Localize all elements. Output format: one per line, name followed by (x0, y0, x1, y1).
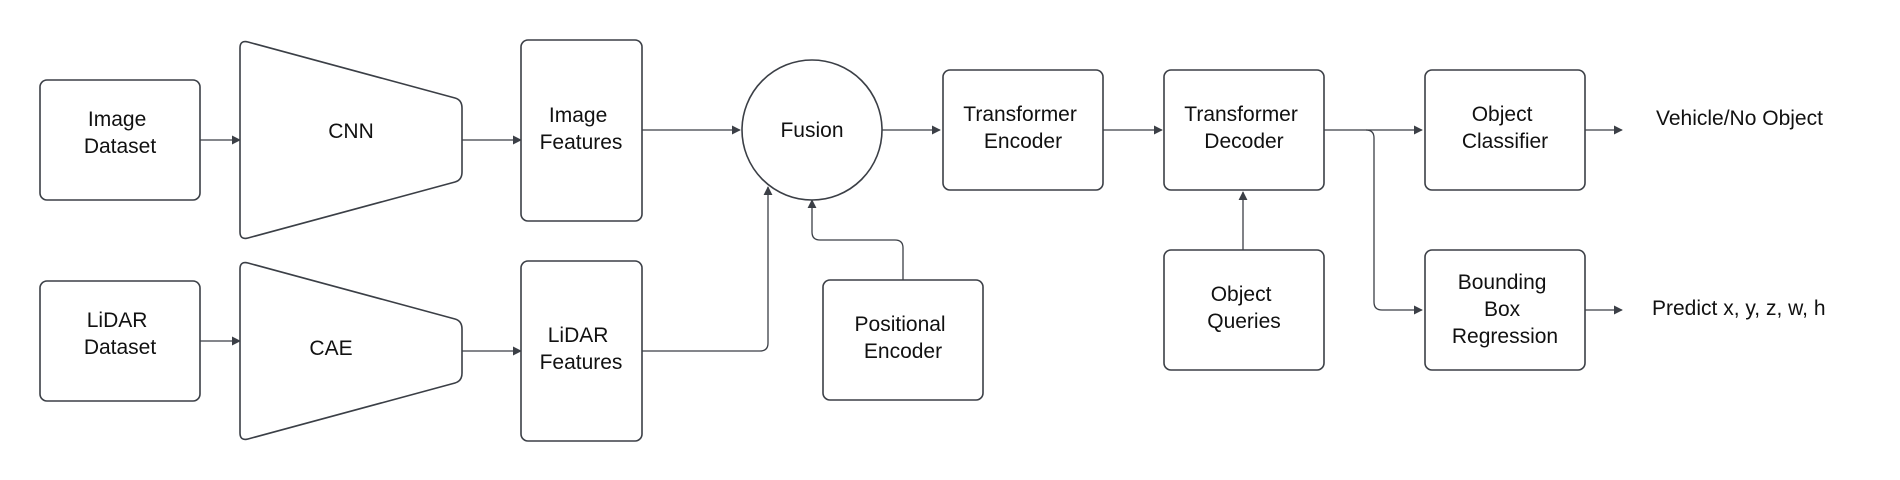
object-queries-box: Object Queries (1163, 249, 1325, 371)
cae-label: CAE (309, 337, 352, 360)
edge-lidar-features-to-fusion (642, 186, 773, 352)
image-dataset-label: Image Dataset (84, 108, 157, 158)
transformer-encoder-box: Transformer Encoder (942, 69, 1104, 191)
bounding-box-regression-label: Bounding Box Regression (1452, 271, 1558, 348)
image-features-label: Image Features (540, 104, 623, 154)
object-classifier-label: Object Classifier (1462, 103, 1548, 153)
lidar-dataset-label: LiDAR Dataset (84, 309, 157, 359)
positional-encoder-label: Positional Encoder (855, 313, 952, 363)
bounding-box-regression-box: Bounding Box Regression (1424, 249, 1586, 371)
fusion-label: Fusion (780, 119, 843, 142)
transformer-decoder-label: Transformer Decoder (1184, 103, 1303, 153)
lidar-features-box: LiDAR Features (520, 260, 643, 442)
image-dataset-box: Image Dataset (39, 79, 201, 201)
cae-trapezoid: CAE (239, 261, 463, 441)
edge-positional-encoder-to-fusion (807, 199, 904, 280)
object-classifier-box: Object Classifier (1424, 69, 1586, 191)
cnn-trapezoid: CNN (239, 40, 463, 240)
classifier-output-text: Vehicle/No Object (1656, 107, 1823, 130)
fusion-circle: Fusion (741, 59, 883, 201)
positional-encoder-box: Positional Encoder (822, 279, 984, 401)
object-queries-label: Object Queries (1207, 283, 1281, 333)
edge-decoder-to-regression (1365, 129, 1423, 315)
lidar-dataset-box: LiDAR Dataset (39, 280, 201, 402)
cnn-label: CNN (328, 120, 374, 143)
regression-output-text: Predict x, y, z, w, h (1652, 297, 1826, 320)
image-features-box: Image Features (520, 39, 643, 222)
edges (200, 125, 1623, 356)
transformer-decoder-box: Transformer Decoder (1163, 69, 1325, 191)
transformer-encoder-label: Transformer Encoder (963, 103, 1082, 153)
lidar-features-label: LiDAR Features (540, 324, 623, 374)
